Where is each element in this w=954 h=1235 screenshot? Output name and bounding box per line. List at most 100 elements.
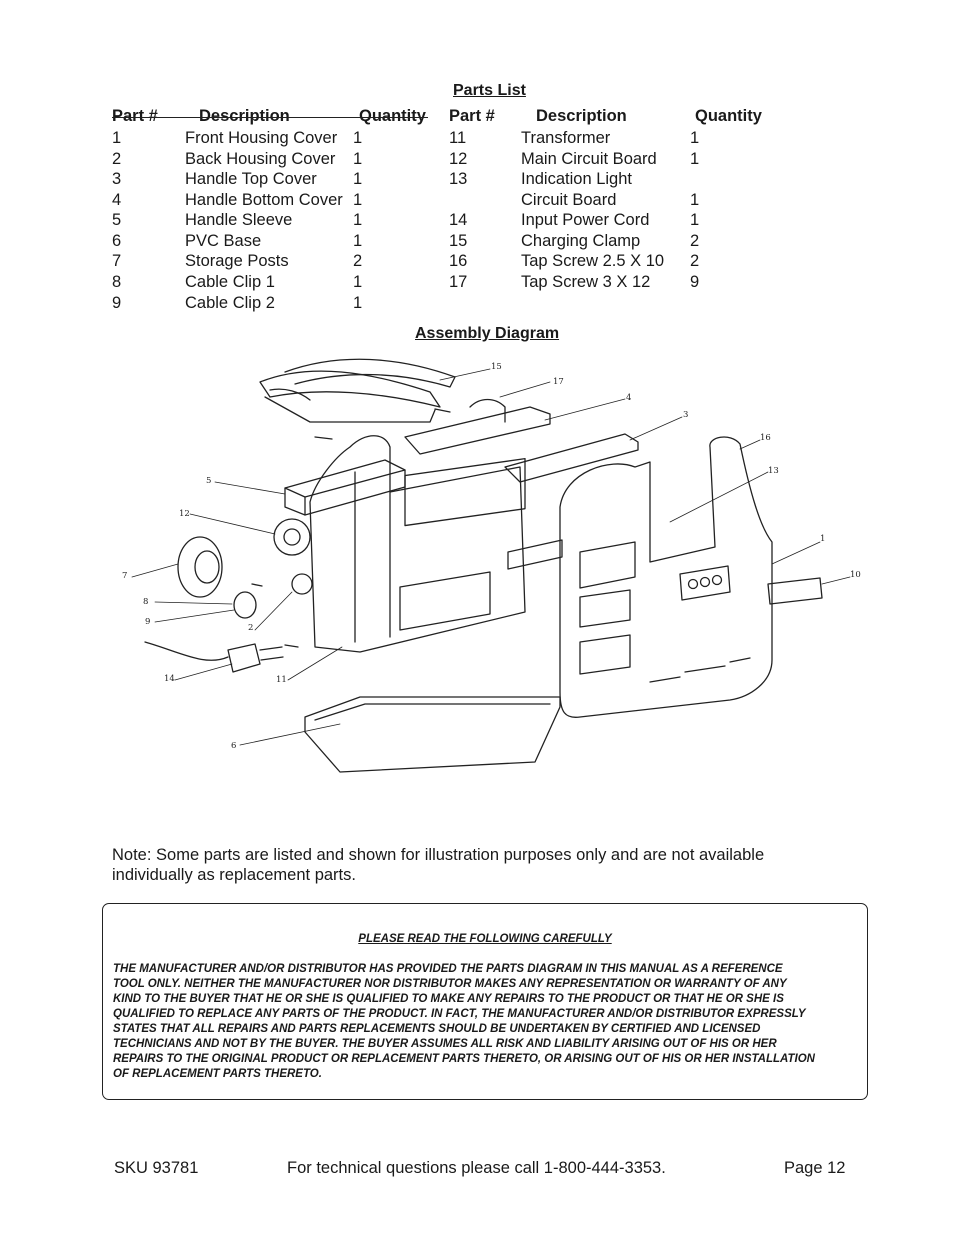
callout-label: 11 [276, 675, 287, 685]
part-description: Tap Screw 2.5 X 10 [521, 252, 665, 270]
pvc-base-drawing [304, 696, 561, 773]
disclaimer-line: STATES THAT ALL REPAIRS AND PARTS REPLAC… [113, 1023, 761, 1035]
callout-label: 16 [760, 433, 771, 443]
part-quantity: 1 [353, 273, 363, 291]
part-quantity: 9 [690, 273, 700, 291]
part-number: 5 [112, 211, 122, 229]
header-part-num-right: Part # [449, 107, 495, 125]
part-description: Circuit Board [521, 191, 617, 209]
part-number: 2 [112, 150, 122, 168]
cable-clip-drawing [233, 591, 257, 619]
callout-label: 5 [206, 476, 211, 486]
parts-list-title: Parts List [453, 82, 526, 99]
part-quantity: 1 [353, 211, 363, 229]
front-housing-cover-drawing [559, 436, 773, 718]
part-number: 7 [112, 252, 122, 270]
footer-page-number: Page 12 [784, 1159, 846, 1177]
disclaimer-line: THE MANUFACTURER AND/OR DISTRIBUTOR HAS … [113, 963, 783, 975]
callout-label: 17 [553, 377, 564, 387]
callout-label: 13 [768, 466, 779, 476]
callout-label: 15 [491, 362, 502, 372]
part-description: Main Circuit Board [521, 150, 657, 168]
part-quantity: 2 [690, 252, 700, 270]
assembly-diagram-title: Assembly Diagram [415, 325, 560, 342]
part-number: 17 [449, 273, 468, 291]
callout-label: 7 [122, 571, 127, 581]
main-circuit-board-drawing [273, 518, 313, 595]
part-number: 6 [112, 232, 122, 250]
note-line: Note: Some parts are listed and shown fo… [112, 846, 765, 864]
tap-screw-drawing [251, 408, 451, 648]
header-description-left: Description [199, 107, 290, 125]
disclaimer-line: OF REPLACEMENT PARTS THERETO. [113, 1068, 322, 1080]
part-description: Transformer [521, 129, 611, 147]
part-quantity: 1 [690, 150, 700, 168]
handle-bottom-cover-drawing [404, 398, 551, 455]
part-quantity: 1 [353, 129, 363, 147]
assembly-diagram: 15 17 4 3 16 13 5 12 1 7 10 8 9 2 14 11 … [110, 352, 870, 792]
part-number: 13 [449, 170, 468, 188]
callout-label: 10 [850, 570, 861, 580]
availability-note: Note: Some parts are listed and shown fo… [112, 845, 872, 885]
part-quantity: 2 [690, 232, 700, 250]
callout-label: 2 [248, 623, 253, 633]
part-number: 14 [449, 211, 468, 229]
part-description: Handle Bottom Cover [185, 191, 343, 209]
callout-label: 1 [820, 534, 825, 544]
part-description: Back Housing Cover [185, 150, 336, 168]
callout-label: 9 [145, 617, 150, 627]
callout-label: 4 [626, 393, 631, 403]
part-description: Front Housing Cover [185, 129, 338, 147]
part-quantity: 1 [690, 129, 700, 147]
part-quantity: 2 [353, 252, 363, 270]
storage-post-drawing [177, 536, 223, 598]
part-description: Input Power Cord [521, 211, 650, 229]
callout-label: 3 [683, 410, 688, 420]
callout-labels: 15 17 4 3 16 13 5 12 1 7 10 8 9 2 14 11 … [122, 362, 861, 751]
part-number: 16 [449, 252, 468, 270]
part-quantity: 1 [353, 150, 363, 168]
back-housing-cover-drawing [309, 435, 526, 653]
part-quantity: 1 [690, 191, 700, 209]
part-number: 11 [449, 129, 467, 147]
charging-clamp-drawing [259, 358, 456, 423]
part-quantity: 1 [353, 170, 363, 188]
part-description: Tap Screw 3 X 12 [521, 273, 651, 291]
part-description: Cable Clip 2 [185, 294, 275, 312]
header-quantity-right: Quantity [695, 107, 762, 125]
input-power-cord-drawing [144, 641, 284, 673]
part-description: Handle Top Cover [185, 170, 317, 188]
disclaimer-line: KIND TO THE BUYER THAT HE OR SHE IS QUAL… [113, 993, 784, 1005]
part-description: Cable Clip 1 [185, 273, 275, 291]
part-quantity: 1 [353, 232, 363, 250]
handle-sleeve-drawing [284, 459, 406, 516]
note-line: individually as replacement parts. [112, 866, 356, 884]
callout-label: 8 [143, 597, 148, 607]
clamp-tab-drawing [767, 577, 823, 605]
disclaimer-title: PLEASE READ THE FOLLOWING CAREFULLY [358, 933, 612, 945]
part-quantity: 1 [353, 294, 363, 312]
part-number: 12 [449, 150, 468, 168]
callout-label: 12 [179, 509, 190, 519]
part-number: 9 [112, 294, 122, 312]
footer-contact: For technical questions please call 1-80… [287, 1159, 666, 1177]
header-part-num-left: Part # [112, 107, 158, 125]
part-description: Storage Posts [185, 252, 289, 270]
part-number: 15 [449, 232, 468, 250]
part-description: Indication Light [521, 170, 632, 188]
callout-label: 14 [164, 674, 175, 684]
part-description: Charging Clamp [521, 232, 641, 250]
part-description: Handle Sleeve [185, 211, 293, 229]
header-rule [112, 117, 428, 118]
part-quantity: 1 [690, 211, 700, 229]
header-description-right: Description [536, 107, 627, 125]
leader-lines [131, 368, 851, 746]
disclaimer-line: TECHNICIANS AND NOT BY THE BUYER. THE BU… [113, 1038, 777, 1050]
part-quantity: 1 [353, 191, 363, 209]
part-number: 3 [112, 170, 122, 188]
disclaimer-box: PLEASE READ THE FOLLOWING CAREFULLY THE … [102, 903, 868, 1100]
footer-sku: SKU 93781 [114, 1159, 199, 1177]
disclaimer-line: TOOL ONLY. NEITHER THE MANUFACTURER NOR … [113, 978, 787, 990]
indication-light-board-drawing [507, 539, 563, 570]
handle-top-cover-drawing [504, 433, 639, 483]
